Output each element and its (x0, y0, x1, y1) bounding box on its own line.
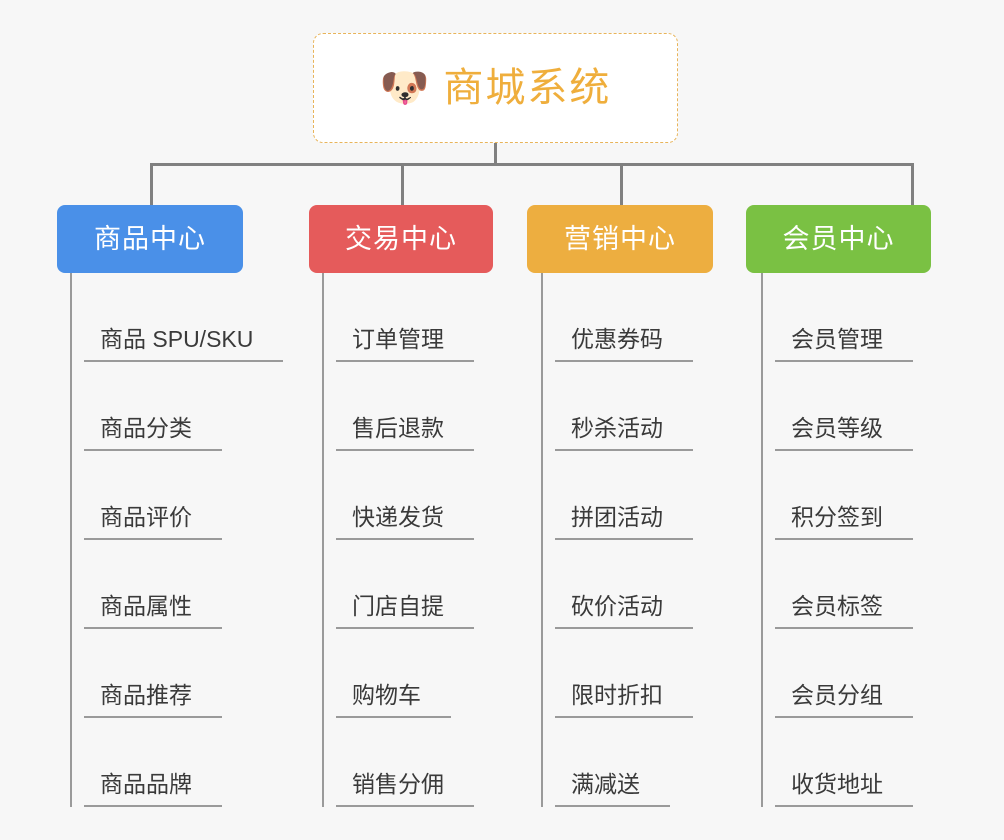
leaf-item[interactable]: 优惠券码 (541, 273, 693, 362)
leaf-item[interactable]: 积分签到 (761, 451, 913, 540)
leaf-label: 秒杀活动 (555, 417, 693, 451)
leaf-label: 商品属性 (84, 595, 222, 629)
leaf-item[interactable]: 门店自提 (322, 540, 474, 629)
leaf-item[interactable]: 商品分类 (70, 362, 283, 451)
root-title: 商城系统 (443, 66, 612, 110)
leaf-label: 商品评价 (84, 506, 222, 540)
leaf-item[interactable]: 快递发货 (322, 451, 474, 540)
leaf-item[interactable]: 商品品牌 (70, 718, 283, 807)
leaf-spine (761, 273, 763, 807)
leaf-label: 会员等级 (775, 417, 913, 451)
leaf-label: 订单管理 (336, 328, 474, 362)
leaf-item[interactable]: 购物车 (322, 629, 474, 718)
category-label: 会员中心 (782, 223, 895, 254)
leaf-column-1: 商品 SPU/SKU 商品分类 商品评价 商品属性 商品推荐 商品品牌 (70, 273, 284, 807)
leaf-label: 砍价活动 (555, 595, 693, 629)
leaf-item[interactable]: 商品评价 (70, 451, 283, 540)
leaf-label: 商品分类 (84, 417, 222, 451)
leaf-label: 会员管理 (775, 328, 913, 362)
connector-drop-2 (401, 163, 404, 205)
category-box-4[interactable]: 会员中心 (746, 205, 931, 273)
leaf-label: 门店自提 (336, 595, 474, 629)
root-node[interactable]: 🐶 商城系统 (313, 33, 678, 143)
leaf-item[interactable]: 商品 SPU/SKU (70, 273, 284, 362)
category-label: 商品中心 (94, 223, 206, 254)
leaf-item[interactable]: 拼团活动 (541, 451, 693, 540)
category-box-2[interactable]: 交易中心 (309, 205, 493, 273)
leaf-item[interactable]: 会员等级 (761, 362, 913, 451)
leaf-item[interactable]: 售后退款 (322, 362, 474, 451)
dog-face-icon: 🐶 (379, 66, 430, 110)
category-label: 营销中心 (564, 223, 676, 254)
category-box-3[interactable]: 营销中心 (527, 205, 713, 273)
leaf-item[interactable]: 收货地址 (761, 718, 913, 807)
leaf-label: 限时折扣 (555, 684, 693, 718)
leaf-label: 商品推荐 (84, 684, 222, 718)
connector-bus (150, 163, 914, 166)
connector-drop-4 (911, 163, 914, 205)
leaf-label: 销售分佣 (336, 773, 474, 807)
leaf-item[interactable]: 限时折扣 (541, 629, 693, 718)
connector-drop-1 (150, 163, 153, 205)
leaf-label: 满减送 (555, 773, 670, 807)
leaf-label: 优惠券码 (555, 328, 693, 362)
leaf-item[interactable]: 商品推荐 (70, 629, 283, 718)
leaf-item[interactable]: 满减送 (541, 718, 693, 807)
leaf-item[interactable]: 砍价活动 (541, 540, 693, 629)
leaf-label: 快递发货 (336, 506, 474, 540)
connector-trunk (494, 143, 497, 165)
leaf-column-3: 优惠券码 秒杀活动 拼团活动 砍价活动 限时折扣 满减送 (541, 273, 693, 807)
leaf-label: 会员标签 (775, 595, 913, 629)
leaf-column-4: 会员管理 会员等级 积分签到 会员标签 会员分组 收货地址 (761, 273, 913, 807)
leaf-label: 收货地址 (775, 773, 913, 807)
leaf-item[interactable]: 商品属性 (70, 540, 283, 629)
leaf-label: 积分签到 (775, 506, 913, 540)
leaf-label: 商品 SPU/SKU (84, 328, 284, 362)
leaf-label: 会员分组 (775, 684, 913, 718)
leaf-label: 购物车 (336, 684, 451, 718)
leaf-item[interactable]: 会员管理 (761, 273, 913, 362)
leaf-column-2: 订单管理 售后退款 快递发货 门店自提 购物车 销售分佣 (322, 273, 474, 807)
leaf-label: 拼团活动 (555, 506, 693, 540)
leaf-spine (322, 273, 324, 807)
leaf-item[interactable]: 会员标签 (761, 540, 913, 629)
leaf-label: 商品品牌 (84, 773, 222, 807)
category-box-1[interactable]: 商品中心 (57, 205, 243, 273)
leaf-item[interactable]: 会员分组 (761, 629, 913, 718)
leaf-item[interactable]: 订单管理 (322, 273, 474, 362)
category-label: 交易中心 (345, 223, 457, 254)
leaf-spine (70, 273, 72, 807)
connector-drop-3 (620, 163, 623, 205)
leaf-spine (541, 273, 543, 807)
leaf-label: 售后退款 (336, 417, 474, 451)
leaf-item[interactable]: 销售分佣 (322, 718, 474, 807)
leaf-item[interactable]: 秒杀活动 (541, 362, 693, 451)
